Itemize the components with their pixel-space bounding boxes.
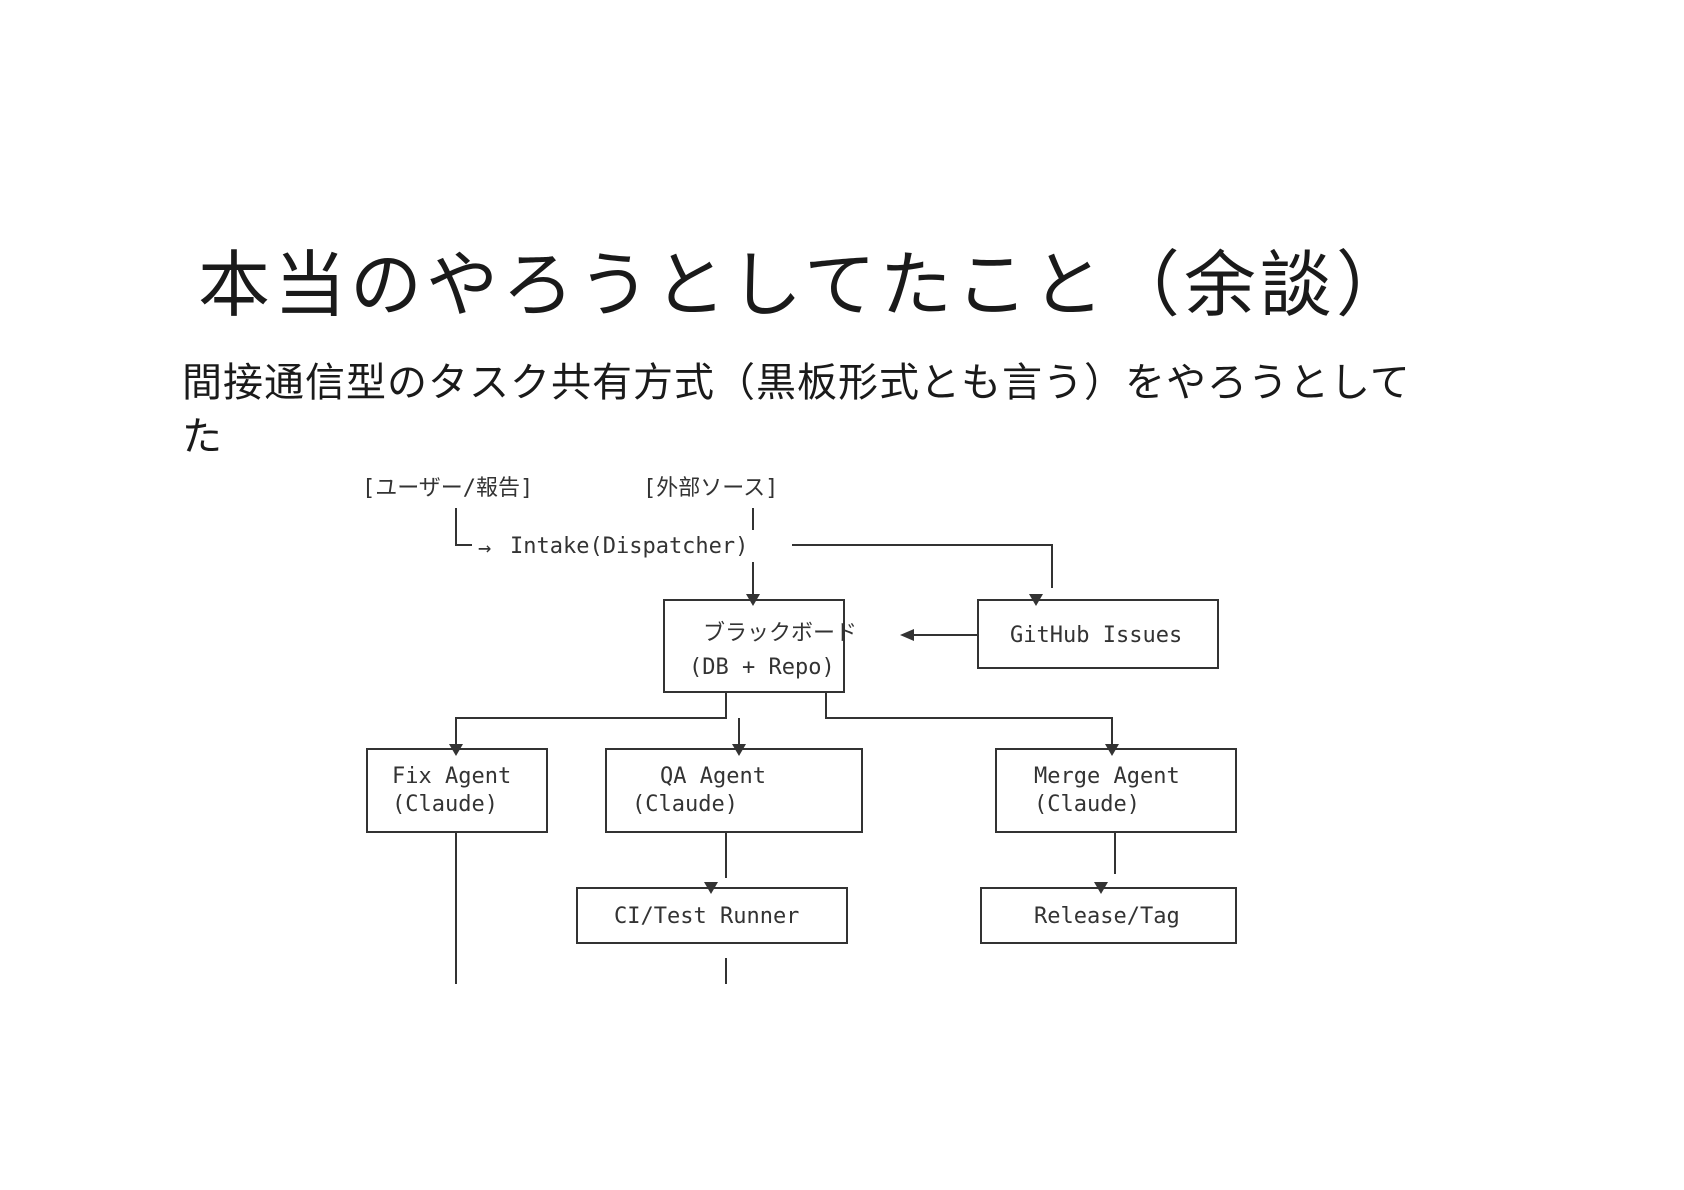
source-external: [外部ソース] [643,476,778,501]
connector-blackboard-to-merge [825,692,1113,744]
blackboard-label: ブラックボード [703,621,857,646]
fix-agent-label: Fix Agent [392,764,511,789]
qa-agent-label: QA Agent [660,764,766,789]
qa-agent-box [605,748,863,833]
release-box [980,887,1237,944]
ci-runner-box [576,887,848,944]
github-issues-label: GitHub Issues [1010,623,1182,648]
github-issues-box [977,599,1219,669]
ci-runner-label: CI/Test Runner [614,904,799,929]
slide-body: 間接通信型のタスク共有方式（黒板形式とも言う）をやろうとしてた [182,360,1411,460]
source-user-report: [ユーザー/報告] [362,476,533,501]
slide-title: 本当のやろうとしてたこと（余談） [198,243,1412,327]
qa-agent-model: (Claude) [632,792,738,817]
merge-agent-box [995,748,1237,833]
connector-user-to-intake [455,508,472,546]
blackboard-box [663,599,845,693]
connector-intake-to-github [792,544,1053,588]
fix-agent-box [366,748,548,833]
fix-agent-model: (Claude) [392,792,498,817]
merge-agent-label: Merge Agent [1034,764,1180,789]
intake-arrow: → [478,536,491,561]
merge-agent-model: (Claude) [1034,792,1140,817]
blackboard-sublabel: (DB + Repo) [689,655,835,680]
intake-dispatcher: Intake(Dispatcher) [510,534,748,559]
release-label: Release/Tag [1034,904,1180,929]
connector-blackboard-to-left-agents [455,692,727,744]
arrowhead-github-to-blackboard [900,629,914,641]
